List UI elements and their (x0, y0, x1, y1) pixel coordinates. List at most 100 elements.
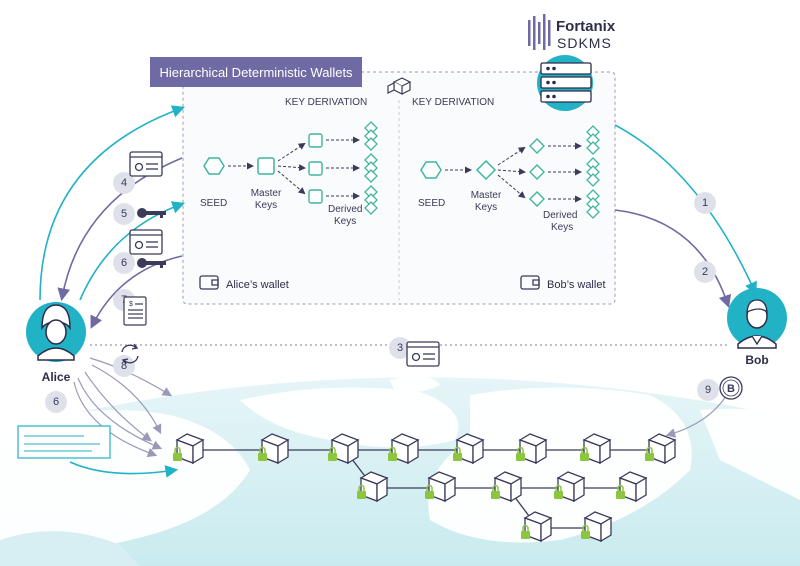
step-badge-6b: 6 (113, 252, 135, 274)
lock-icon (491, 484, 500, 499)
block-icon (491, 471, 523, 503)
bob-avatar: Bob (727, 288, 787, 367)
lock-icon (516, 446, 525, 461)
svg-text:B: B (727, 383, 735, 395)
seed-icon (420, 161, 442, 179)
brand-product: SDKMS (557, 35, 612, 51)
block-icon (645, 433, 677, 465)
svg-text:3: 3 (397, 342, 403, 354)
block-icon (425, 471, 457, 503)
svg-text:$: $ (129, 301, 133, 308)
block-icon (516, 433, 548, 465)
lock-icon (357, 484, 366, 499)
svg-text:2: 2 (702, 266, 708, 278)
lock-icon (554, 484, 563, 499)
alice-label: Alice (42, 370, 71, 384)
lock-icon (173, 446, 182, 461)
block-icon (616, 471, 648, 503)
bitcoin-icon: B (719, 376, 743, 400)
alice-seed-label: SEED (200, 198, 227, 209)
bob-key-derivation-heading: KEY DERIVATION (412, 97, 494, 108)
step-badge-3: 3 (389, 337, 411, 359)
lock-icon (645, 446, 654, 461)
seed-icon (203, 157, 225, 175)
derived-key-icon (529, 164, 545, 180)
alice-derived-label-2: Keys (334, 216, 356, 227)
key-icon (137, 208, 166, 218)
block-icon (173, 433, 205, 465)
id-card-icon (129, 151, 163, 177)
bob-derived-label-1: Derived (543, 210, 577, 221)
derived-key-icon (529, 138, 545, 154)
step-badge-4: 4 (113, 172, 135, 194)
bob-seed-label: SEED (418, 198, 445, 209)
invoice-icon: $ (123, 296, 147, 326)
block-icon (453, 433, 485, 465)
block-icon (521, 511, 553, 543)
svg-text:6: 6 (53, 396, 59, 408)
block-icon (328, 433, 360, 465)
master-key-icon (257, 157, 275, 175)
step-badge-5: 5 (113, 203, 135, 225)
wallet-icon (520, 275, 540, 290)
wallet-icon (199, 275, 219, 290)
svg-text:9: 9 (705, 384, 711, 396)
banner: Hierarchical Deterministic Wallets (150, 57, 362, 87)
alice-avatar: Alice (26, 302, 86, 384)
derived-key-icon (308, 189, 323, 204)
step-badge-2: 2 (694, 261, 716, 283)
lock-icon (581, 524, 590, 539)
bob-master-label-2: Keys (475, 202, 497, 213)
derived-key-icon (308, 133, 323, 148)
alice-derived-label-1: Derived (328, 204, 362, 215)
cube-stack-icon (387, 77, 412, 95)
lock-icon (616, 484, 625, 499)
fortanix-logo: Fortanix SDKMS (528, 14, 616, 51)
alice-wallet: KEY DERIVATION SEED Master Keys Derived … (199, 97, 378, 291)
block-icon (388, 433, 420, 465)
step-badge-9: 9 (697, 379, 719, 401)
bob-wallet-name: Bob’s wallet (547, 279, 606, 291)
block-icon (554, 471, 586, 503)
svg-text:5: 5 (121, 208, 127, 220)
derived-key-icon (529, 191, 545, 207)
bob-derived-label-2: Keys (551, 222, 573, 233)
block-icon (581, 511, 613, 543)
derived-key-icon (308, 161, 323, 176)
block-icon (357, 471, 389, 503)
server-stack-icon (537, 55, 593, 111)
step-badge-8: 8 (113, 355, 135, 377)
step-badge-6a: 6 (45, 391, 67, 413)
lock-icon (580, 446, 589, 461)
bob-label: Bob (745, 353, 768, 367)
lock-icon (258, 446, 267, 461)
step-badge-1: 1 (694, 192, 716, 214)
key-icon (137, 258, 166, 268)
svg-text:4: 4 (121, 177, 127, 189)
id-card-icon (406, 341, 440, 367)
document-icon (17, 425, 111, 459)
refresh-icon (121, 343, 139, 365)
blockchain (173, 433, 677, 543)
svg-text:1: 1 (702, 197, 708, 209)
brand-name: Fortanix (556, 18, 616, 35)
block-icon (258, 433, 290, 465)
bob-wallet: KEY DERIVATION SEED Master Keys Derived … (412, 97, 606, 291)
alice-master-label-2: Keys (255, 200, 277, 211)
alice-wallet-name: Alice’s wallet (226, 279, 289, 291)
alice-master-label-1: Master (251, 188, 282, 199)
svg-text:8: 8 (121, 360, 127, 372)
wallets-panel (182, 71, 616, 305)
bob-master-label-1: Master (471, 190, 502, 201)
alice-key-derivation-heading: KEY DERIVATION (285, 97, 367, 108)
svg-text:6: 6 (121, 257, 127, 269)
master-key-icon (475, 159, 497, 181)
block-icon (580, 433, 612, 465)
lock-icon (425, 484, 434, 499)
lock-icon (521, 524, 530, 539)
lock-icon (328, 446, 337, 461)
id-card-icon (129, 229, 163, 255)
banner-title: Hierarchical Deterministic Wallets (159, 65, 353, 80)
lock-icon (388, 446, 397, 461)
